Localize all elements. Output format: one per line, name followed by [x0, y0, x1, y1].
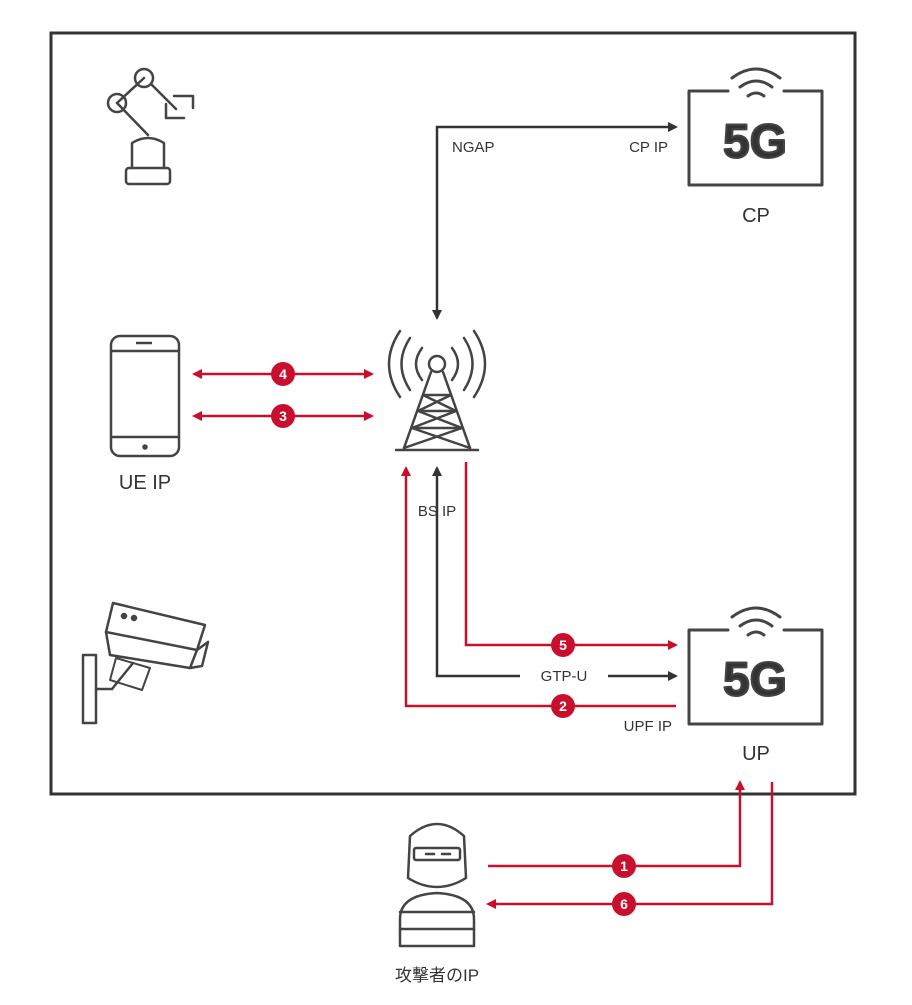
- upf-ip-label: UPF IP: [624, 718, 672, 735]
- step-badge-3: 3: [271, 404, 295, 428]
- cp-5g-text: 5G: [723, 116, 787, 169]
- 5g-network-icon: 5G: [687, 606, 824, 726]
- step-number: 4: [279, 366, 287, 382]
- bs-ip-label: BS IP: [418, 503, 456, 520]
- gtp-u-link-left: [432, 466, 520, 678]
- step-badge-1: 1: [612, 854, 636, 878]
- robot-arm-icon: [106, 67, 195, 186]
- flow-line-1: [488, 780, 745, 868]
- up-label: UP: [742, 743, 770, 765]
- flow-line-2: [401, 466, 676, 708]
- 5g-network-icon: 5G: [687, 67, 824, 187]
- up-5g-text: 5G: [723, 654, 787, 707]
- private-network-frame: [49, 31, 857, 796]
- step-number: 2: [559, 698, 567, 714]
- attacker-ip-label: 攻撃者のIP: [395, 966, 479, 985]
- step-number: 1: [620, 858, 628, 874]
- hacker-icon: [398, 822, 476, 948]
- step-badge-2: 2: [551, 694, 575, 718]
- cp-ip-label: CP IP: [629, 139, 668, 156]
- ngap-link: [432, 122, 678, 320]
- step-badge-4: 4: [271, 362, 295, 386]
- flow-line-5: [464, 462, 678, 650]
- ue-ip-label: UE IP: [119, 472, 171, 494]
- cp-label: CP: [742, 205, 770, 227]
- smartphone-icon: [109, 334, 181, 458]
- security-camera-icon: [81, 601, 210, 725]
- step-number: 5: [559, 637, 567, 653]
- flow-line-6: [486, 782, 774, 909]
- step-badge-6: 6: [612, 892, 636, 916]
- step-number: 6: [620, 896, 628, 912]
- gtp-u-label: GTP-U: [541, 668, 588, 685]
- cell-tower-icon: [387, 329, 487, 452]
- ngap-label: NGAP: [452, 139, 495, 156]
- step-number: 3: [279, 408, 287, 424]
- step-badge-5: 5: [551, 633, 575, 657]
